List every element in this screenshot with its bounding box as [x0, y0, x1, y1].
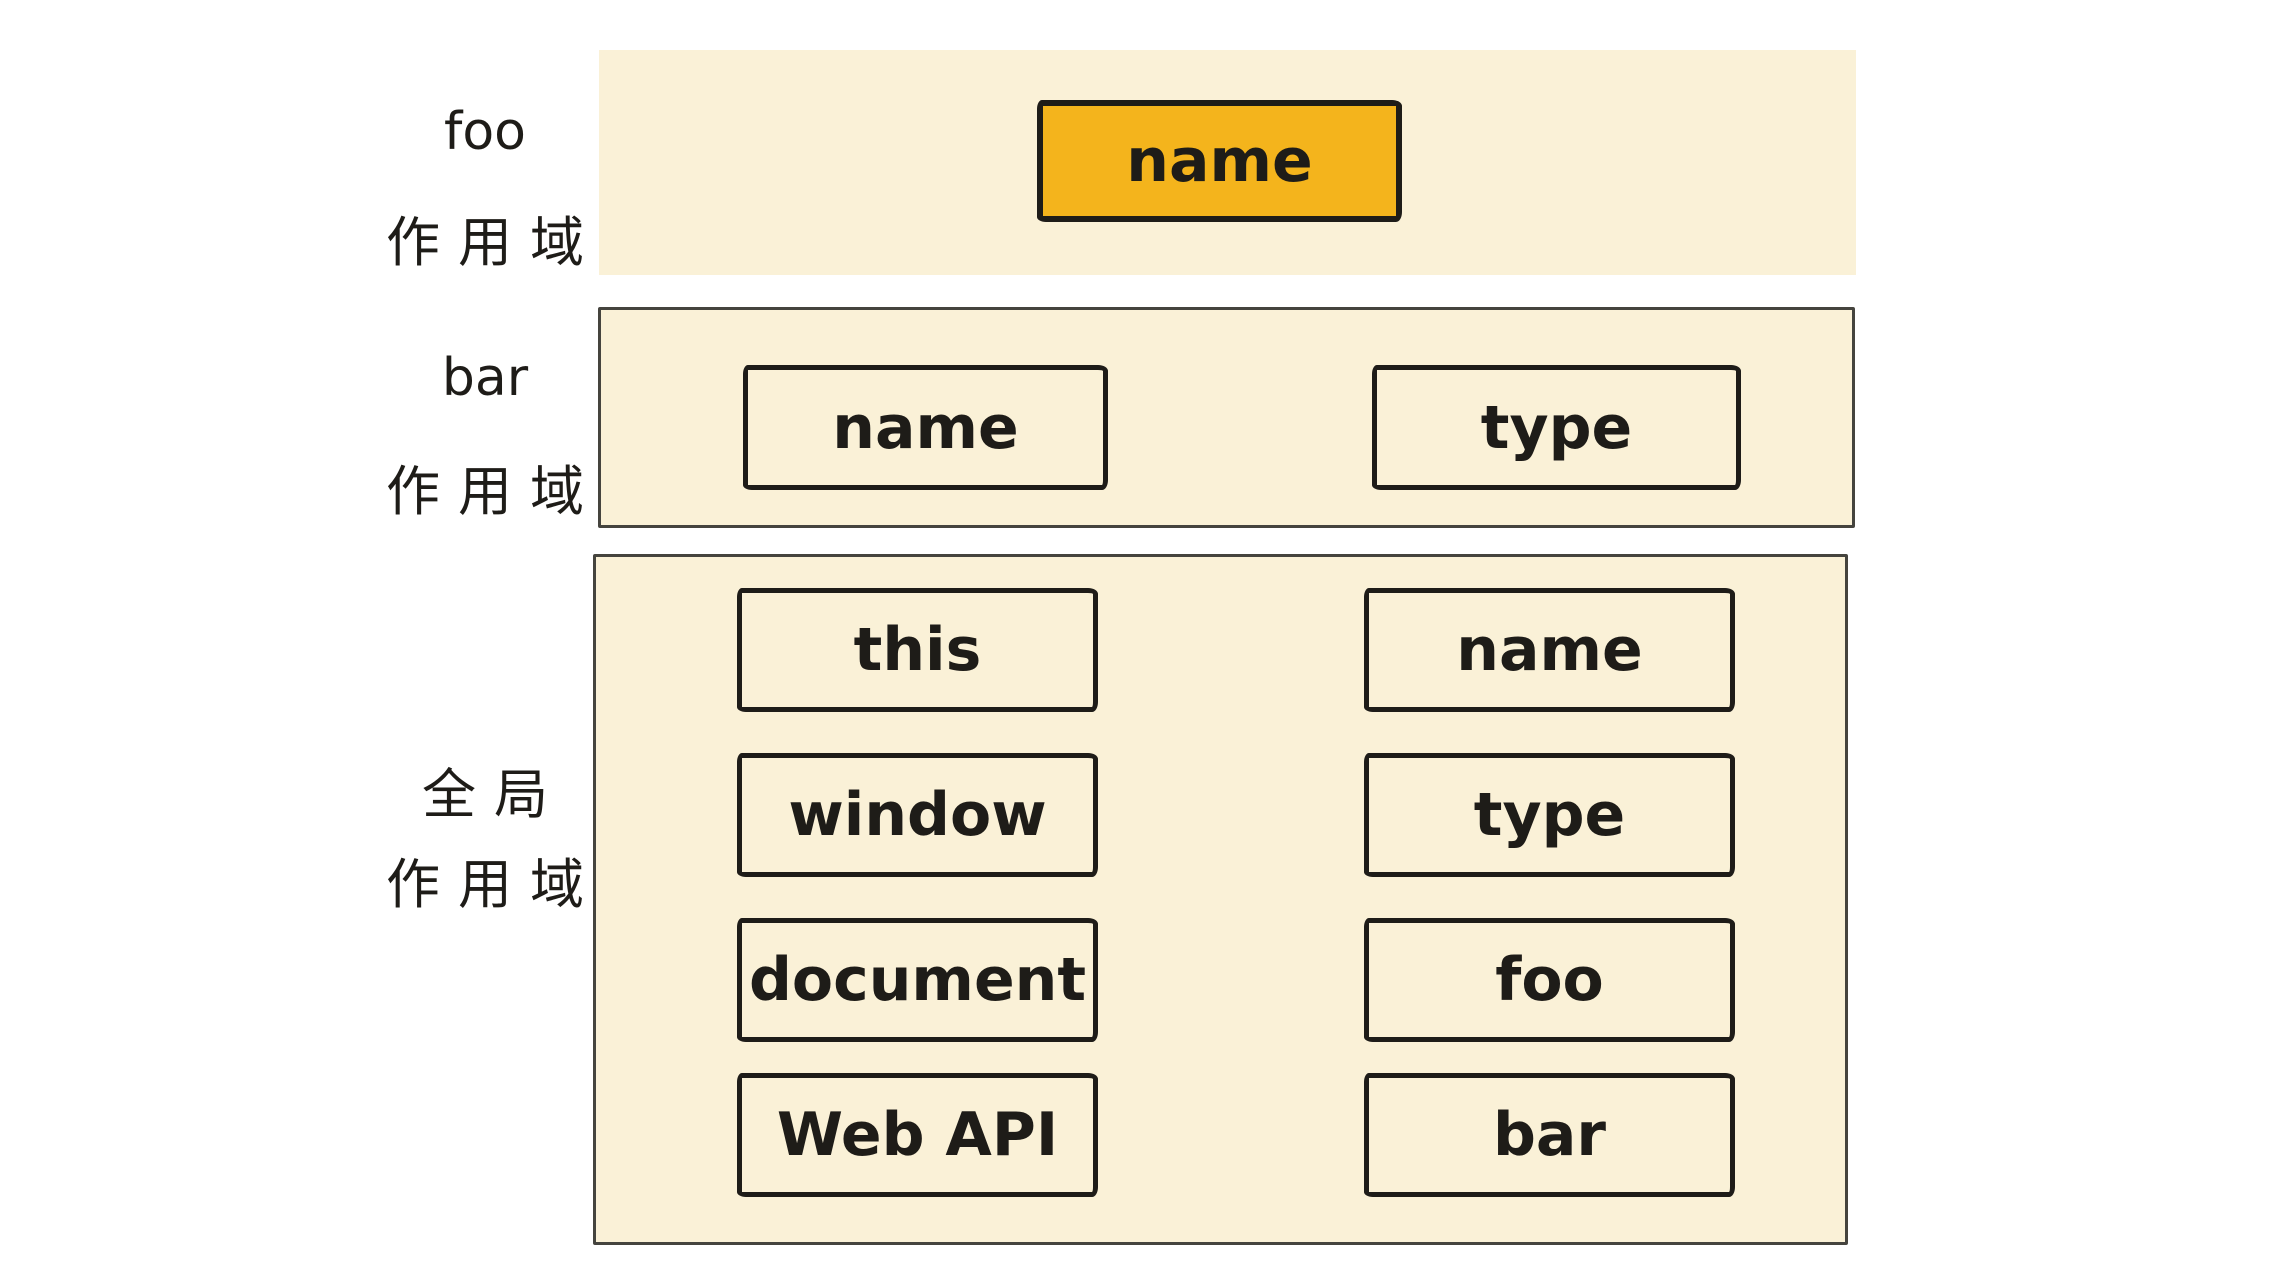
bar-scope-var-type: type	[1372, 365, 1741, 490]
foo-scope-label-name: foo	[444, 102, 526, 162]
global-var-foo: foo	[1364, 918, 1735, 1042]
global-var-type: type	[1364, 753, 1735, 877]
global-var-name: name	[1364, 588, 1735, 712]
global-var-webapi: Web API	[737, 1073, 1098, 1197]
global-scope-panel: this name window type document foo Web A…	[593, 554, 1848, 1245]
global-var-window: window	[737, 753, 1098, 877]
bar-scope-label-cn: 作用域	[386, 460, 602, 523]
global-scope-label-cn2: 作用域	[386, 853, 602, 916]
global-var-bar: bar	[1364, 1073, 1735, 1197]
bar-scope-var-name: name	[743, 365, 1108, 490]
foo-scope-label-cn: 作用域	[386, 211, 602, 274]
global-scope-label-cn1: 全局	[422, 763, 566, 826]
global-var-document: document	[737, 918, 1098, 1042]
bar-scope-panel: name type	[598, 307, 1855, 528]
foo-scope-panel: name	[599, 50, 1856, 275]
bar-scope-label-name: bar	[441, 348, 529, 408]
foo-scope-var-name: name	[1037, 100, 1402, 222]
global-var-this: this	[737, 588, 1098, 712]
